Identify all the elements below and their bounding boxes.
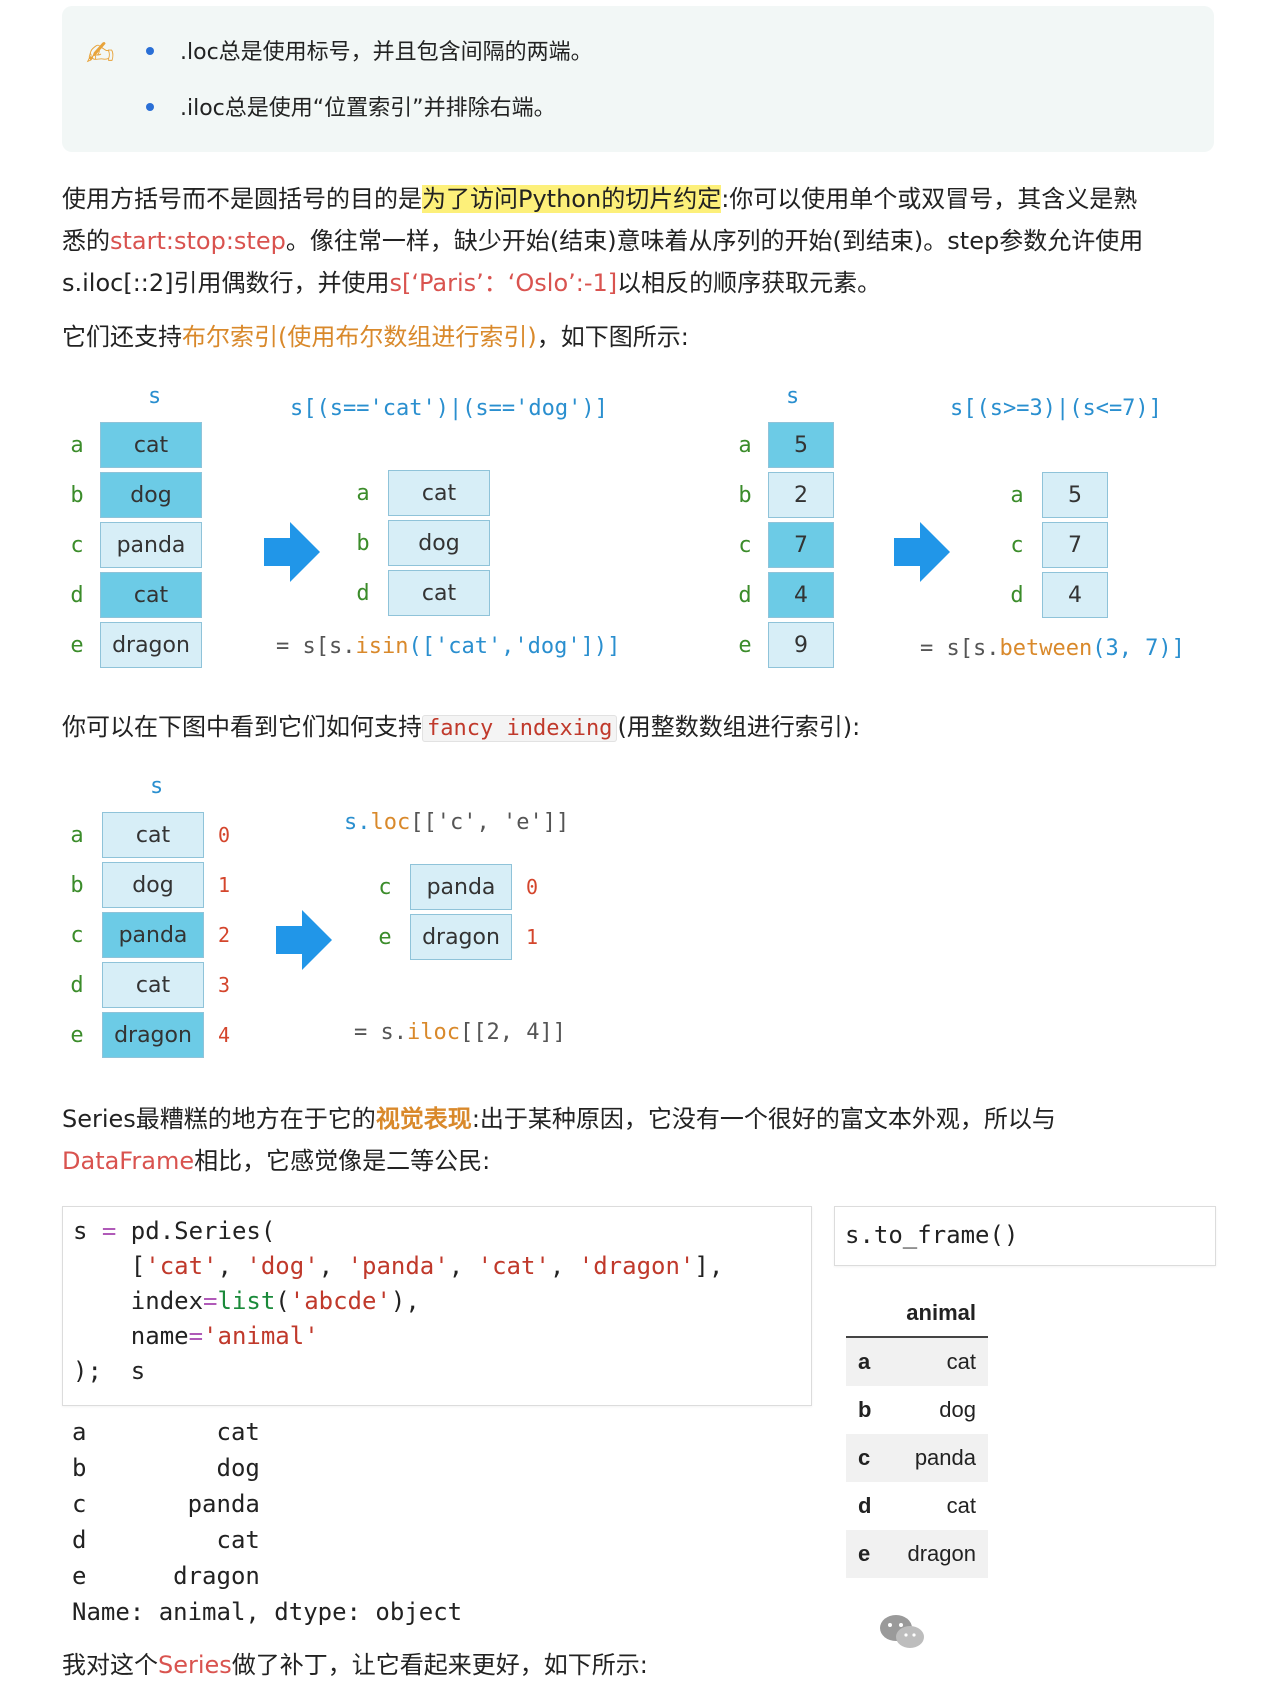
iloc-expression: = s.iloc[[2, 4]] xyxy=(354,1020,566,1045)
code-cell-series[interactable]: s = pd.Series( ['cat', 'dog', 'panda', '… xyxy=(62,1206,812,1406)
index-label: d xyxy=(70,582,84,608)
series-cell: panda xyxy=(102,912,204,958)
between-expression: = s[s.between(3, 7)] xyxy=(920,636,1185,661)
index-label: b xyxy=(70,872,84,898)
isin-expression: = s[s.isin(['cat','dog'])] xyxy=(276,634,621,659)
series-label: s xyxy=(148,384,162,409)
filter-expression: s[(s>=3)|(s<=7)] xyxy=(950,396,1162,421)
position-label: 0 xyxy=(526,875,539,899)
result-cell: dragon xyxy=(410,914,512,960)
index-label: c xyxy=(738,532,752,558)
series-cell: dog xyxy=(100,472,202,518)
index-label: d xyxy=(356,580,370,606)
index-label: c xyxy=(70,532,84,558)
paragraph-slicing: 使用方括号而不是圆括号的目的是为了访问Python的切片约定:你可以使用单个或双… xyxy=(62,185,1144,297)
index-label: a xyxy=(738,432,752,458)
paragraph-boolean: 它们还支持布尔索引(使用布尔数组进行索引)，如下图所示: xyxy=(62,323,689,351)
series-cell: dragon xyxy=(100,622,202,668)
result-cell: panda xyxy=(410,864,512,910)
right-arrow-icon xyxy=(894,522,950,582)
index-label: b xyxy=(70,482,84,508)
result-cell: 4 xyxy=(1042,572,1108,618)
position-label: 4 xyxy=(218,1023,231,1047)
index-label: e xyxy=(378,924,392,950)
wechat-icon xyxy=(880,1615,924,1648)
series-label: s xyxy=(786,384,800,409)
series-cell: cat xyxy=(100,572,202,618)
index-label: d xyxy=(1010,582,1024,608)
series-label: s xyxy=(150,774,164,799)
series-cell: 5 xyxy=(768,422,834,468)
tip-box xyxy=(62,6,1214,152)
series-cell: 4 xyxy=(768,572,834,618)
series-cell: cat xyxy=(100,422,202,468)
result-cell: 5 xyxy=(1042,472,1108,518)
series-cell: dragon xyxy=(102,1012,204,1058)
result-cell: 7 xyxy=(1042,522,1108,568)
index-label: e xyxy=(738,632,752,658)
position-label: 1 xyxy=(218,873,231,897)
right-arrow-icon xyxy=(276,910,332,970)
index-label: d xyxy=(738,582,752,608)
tip-bullet-2: .iloc总是使用“位置索引”并排除右端。 xyxy=(146,90,556,122)
loc-expression: s.loc[['c', 'e']] xyxy=(344,810,570,835)
series-cell: 2 xyxy=(768,472,834,518)
index-label: c xyxy=(70,922,84,948)
tip-bullet-1: .loc总是使用标号，并且包含间隔的两端。 xyxy=(146,34,593,66)
index-label: a xyxy=(1010,482,1024,508)
index-label: b xyxy=(738,482,752,508)
paragraph-patch: 我对这个Series做了补丁，让它看起来更好，如下所示: xyxy=(62,1651,648,1679)
index-label: a xyxy=(70,822,84,848)
index-label: a xyxy=(356,480,370,506)
series-cell: cat xyxy=(102,812,204,858)
right-arrow-icon xyxy=(264,522,320,582)
position-label: 0 xyxy=(218,823,231,847)
series-cell: panda xyxy=(100,522,202,568)
index-label: d xyxy=(70,972,84,998)
series-cell: 7 xyxy=(768,522,834,568)
code-cell-to-frame[interactable]: s.to_frame() xyxy=(834,1206,1216,1266)
boolean-indexing-link[interactable]: 布尔索引(使用布尔数组进行索引) xyxy=(182,323,537,351)
result-cell: dog xyxy=(388,520,490,566)
index-label: b xyxy=(356,530,370,556)
index-label: e xyxy=(70,1022,84,1048)
writing-hand-icon: ✍ xyxy=(86,34,115,74)
index-label: c xyxy=(1010,532,1024,558)
position-label: 3 xyxy=(218,973,231,997)
position-label: 1 xyxy=(526,925,539,949)
series-output: a cat b dog c panda d cat e dragon Name:… xyxy=(72,1418,463,1626)
filter-expression: s[(s=='cat')|(s=='dog')] xyxy=(290,396,608,421)
index-label: a xyxy=(70,432,84,458)
series-cell: 9 xyxy=(768,622,834,668)
paragraph-visual: Series最糟糕的地方在于它的视觉表现:出于某种原因，它没有一个很好的富文本外… xyxy=(62,1105,1056,1175)
series-cell: cat xyxy=(102,962,204,1008)
index-label: e xyxy=(70,632,84,658)
index-label: c xyxy=(378,874,392,900)
column-header: animal xyxy=(846,1300,988,1338)
result-cell: cat xyxy=(388,470,490,516)
position-label: 2 xyxy=(218,923,231,947)
result-cell: cat xyxy=(388,570,490,616)
series-cell: dog xyxy=(102,862,204,908)
